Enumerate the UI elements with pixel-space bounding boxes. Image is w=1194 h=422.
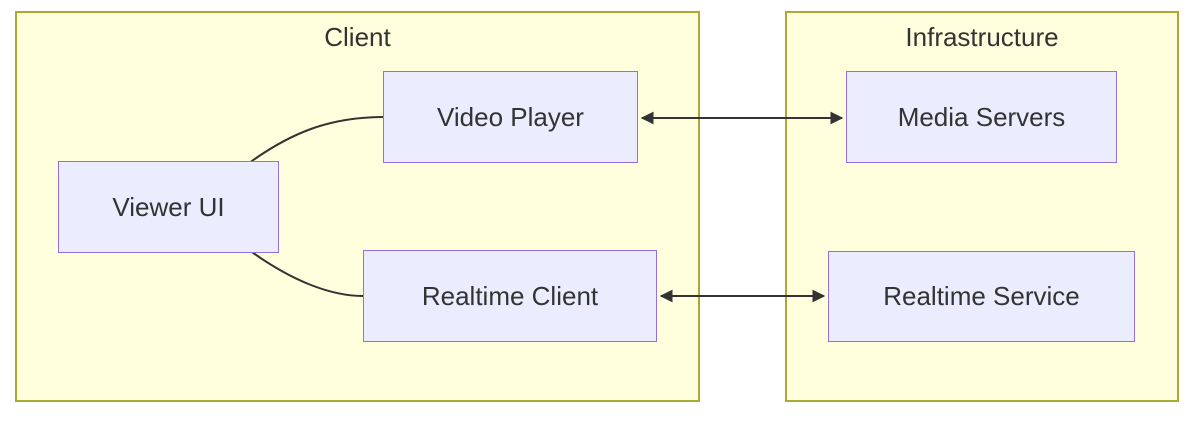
node-realtime-service-label: Realtime Service — [883, 281, 1080, 311]
node-media-servers: Media Servers — [846, 71, 1117, 163]
cluster-infrastructure: Infrastructure — [785, 11, 1179, 402]
node-video-player: Video Player — [383, 71, 638, 163]
node-media-servers-label: Media Servers — [897, 101, 1066, 132]
cluster-client-title: Client — [324, 22, 391, 52]
node-realtime-service: Realtime Service — [828, 251, 1135, 342]
node-viewer-ui: Viewer UI — [58, 161, 279, 253]
cluster-infrastructure-title: Infrastructure — [905, 22, 1059, 52]
node-realtime-client-label: Realtime Client — [421, 280, 599, 311]
node-realtime-client: Realtime Client — [363, 250, 657, 342]
node-video-player-label: Video Player — [437, 101, 584, 132]
node-viewer-ui-label: Viewer UI — [112, 191, 225, 222]
